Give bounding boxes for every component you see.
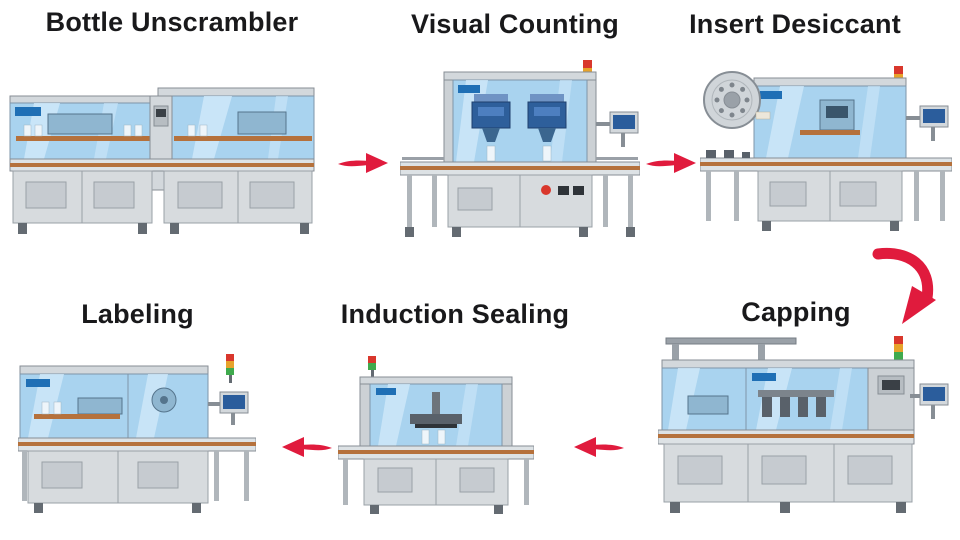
- station-title-bottle-unscrambler: Bottle Unscrambler: [45, 7, 299, 37]
- machine-illustration-induction-sealing: [338, 356, 534, 514]
- flow-arrow-3-curve-down-icon: [872, 246, 938, 326]
- machine-illustration-capping: [658, 336, 950, 524]
- station-title-capping: Capping: [741, 297, 851, 327]
- bottle-unscrambler-machine-icon: [9, 87, 315, 234]
- flow-arrow-4-left-icon: [572, 430, 626, 464]
- flow-arrow-5-left-icon: [280, 430, 334, 464]
- station-title-insert-desiccant: Insert Desiccant: [689, 9, 901, 39]
- machine-illustration-bottle-unscrambler: [8, 84, 316, 238]
- capping-machine-icon: [658, 336, 949, 513]
- induction-sealing-machine-icon: [338, 356, 534, 514]
- machine-illustration-visual-counting: [400, 60, 640, 240]
- insert-desiccant-machine-icon: [700, 66, 952, 231]
- flow-arrow-1-right-icon: [336, 146, 390, 180]
- station-title-visual-counting: Visual Counting: [410, 9, 619, 39]
- flow-arrow-2-right-icon: [644, 146, 698, 180]
- labeling-machine-icon: [18, 354, 256, 513]
- visual-counting-machine-icon: [400, 60, 640, 237]
- station-title-labeling: Labeling: [81, 299, 194, 329]
- machine-illustration-insert-desiccant: [700, 66, 952, 236]
- machine-illustration-labeling: [18, 352, 256, 524]
- station-title-induction-sealing: Induction Sealing: [340, 299, 570, 329]
